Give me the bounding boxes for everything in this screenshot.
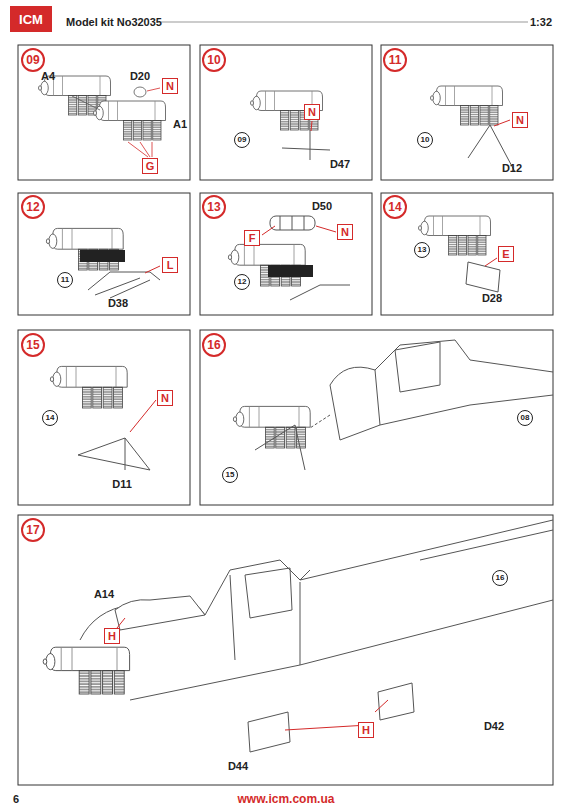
part-number: D38 [108,298,128,309]
subassembly-callout-text: 08 [521,414,530,422]
step-number-text: 12 [26,201,39,213]
step-number: 09 [21,48,45,72]
color-code-box: G [142,158,158,174]
color-code-box-text: N [166,81,174,92]
color-code-box: N [162,78,178,94]
part-number: D42 [484,721,504,732]
subassembly-callout-text: 15 [226,471,235,479]
step-number: 14 [383,195,407,219]
color-code-box: N [157,390,173,406]
step-number: 12 [21,195,45,219]
color-code-box-text: H [108,631,116,642]
subassembly-callout: 13 [414,242,430,258]
color-code-box: H [358,722,374,738]
color-code-box: N [512,112,528,128]
subassembly-callout: 11 [57,272,73,288]
color-code-box-text: N [341,227,349,238]
step-number-text: 16 [207,339,220,351]
step-number-text: 15 [26,339,39,351]
step-number: 17 [21,518,45,542]
subassembly-callout-text: 14 [46,414,55,422]
part-number: D12 [502,163,522,174]
part-number: D44 [228,761,248,772]
color-code-box-text: F [249,233,256,244]
header-text: Model kit No32035 [66,17,162,28]
color-code-box: F [244,230,260,246]
color-code-box-text: G [146,161,155,172]
step-number: 16 [202,333,226,357]
step-number: 11 [383,48,407,72]
subassembly-callout: 10 [417,132,433,148]
color-code-box-text: H [362,725,370,736]
part-number: D50 [312,201,332,212]
color-code-box: N [337,224,353,240]
color-code-box: N [304,104,320,120]
subassembly-callout: 08 [517,410,533,426]
subassembly-callout: 09 [234,132,250,148]
color-code-box-text: N [308,107,316,118]
subassembly-callout-text: 12 [238,278,247,286]
color-code-box: L [162,257,178,273]
subassembly-callout-text: 10 [421,136,430,144]
step-number-text: 17 [26,524,39,536]
color-code-box-text: N [161,393,169,404]
step-number: 13 [202,195,226,219]
subassembly-callout-text: 09 [238,136,247,144]
color-code-box: E [498,246,514,262]
subassembly-callout: 15 [222,467,238,483]
step-number-text: 09 [26,54,39,66]
part-number: A4 [41,71,55,82]
scale: 1:32 [530,17,552,28]
color-code-box-text: E [502,249,509,260]
color-code-box: H [104,628,120,644]
step-number-text: 10 [207,54,220,66]
part-number: A1 [173,119,187,130]
part-number: D47 [330,159,350,170]
color-code-box-text: L [167,260,174,271]
step-number-text: 13 [207,201,220,213]
part-number: D11 [112,479,132,490]
website: www.icm.com.ua [238,793,335,805]
step-number: 15 [21,333,45,357]
step-number-text: 11 [389,54,402,66]
part-number: D20 [130,71,150,82]
part-number: A14 [94,589,114,600]
step-number: 10 [202,48,226,72]
subassembly-callout-text: 13 [418,246,427,254]
subassembly-callout: 12 [234,274,250,290]
subassembly-callout: 16 [492,570,508,586]
page-number: 6 [13,794,19,805]
step-number-text: 14 [388,201,401,213]
color-code-box-text: N [516,115,524,126]
logo: ICM [19,13,43,26]
part-number: D28 [482,293,502,304]
subassembly-callout-text: 16 [496,574,505,582]
subassembly-callout-text: 11 [61,276,69,284]
subassembly-callout: 14 [42,410,58,426]
